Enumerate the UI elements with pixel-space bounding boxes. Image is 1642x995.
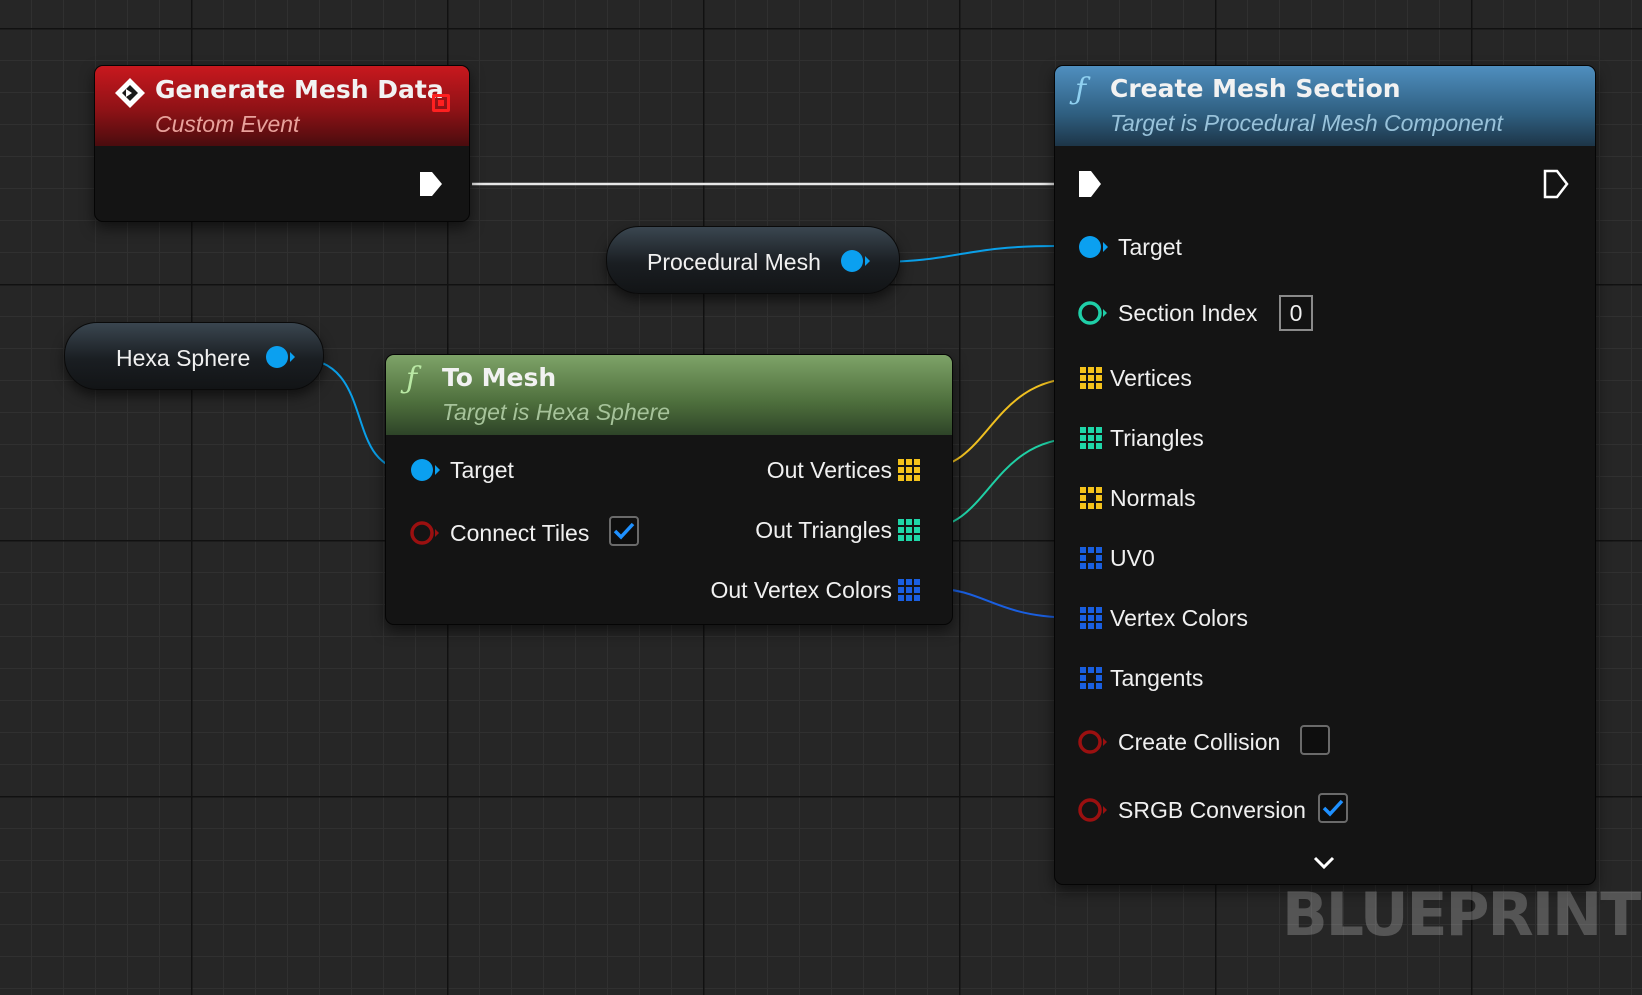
create-mesh-section-title: Create Mesh Section xyxy=(1110,74,1401,103)
vertices-pin[interactable] xyxy=(1079,366,1103,390)
event-title: Generate Mesh Data xyxy=(155,75,444,104)
hexa-sphere-out-pin[interactable] xyxy=(264,344,296,370)
hexa-sphere-label: Hexa Sphere xyxy=(116,345,251,371)
procedural-mesh-getter[interactable]: Procedural Mesh xyxy=(606,226,900,294)
procedural-mesh-label: Procedural Mesh xyxy=(647,249,821,275)
procedural-mesh-target-wire xyxy=(871,245,1058,263)
triangles-pin[interactable] xyxy=(1079,426,1103,450)
vertex-colors-pin[interactable] xyxy=(1079,606,1103,630)
hexa-sphere-getter[interactable]: Hexa Sphere xyxy=(64,322,324,390)
exec-out-pin[interactable] xyxy=(418,170,444,198)
tangents-label: Tangents xyxy=(1110,665,1204,691)
connect-tiles-pin[interactable] xyxy=(409,520,441,546)
target-pin[interactable] xyxy=(1077,234,1109,260)
out-triangles-pin[interactable] xyxy=(897,518,921,542)
event-node-header: Generate Mesh Data Custom Event xyxy=(95,66,469,146)
event-subtitle: Custom Event xyxy=(155,111,300,137)
delegate-pin-icon[interactable] xyxy=(432,94,450,112)
exec-out-pin[interactable] xyxy=(1543,169,1569,199)
uv0-label: UV0 xyxy=(1110,545,1155,571)
connect-tiles-checkbox[interactable] xyxy=(609,516,639,546)
out-vertices-label: Out Vertices xyxy=(766,457,892,483)
function-icon: ƒ xyxy=(1075,72,1087,107)
srgb-conversion-checkbox[interactable] xyxy=(1318,793,1348,823)
triangles-label: Triangles xyxy=(1110,425,1204,451)
srgb-conversion-pin[interactable] xyxy=(1077,797,1109,823)
create-mesh-section-subtitle: Target is Procedural Mesh Component xyxy=(1110,110,1503,136)
out-vertices-pin[interactable] xyxy=(897,458,921,482)
uv0-pin[interactable] xyxy=(1079,546,1103,570)
connect-tiles-label: Connect Tiles xyxy=(450,520,590,546)
to-mesh-node[interactable]: ƒ To Mesh Target is Hexa Sphere Target C… xyxy=(385,354,953,625)
to-mesh-subtitle: Target is Hexa Sphere xyxy=(442,399,671,425)
out-vertex-colors-pin[interactable] xyxy=(897,578,921,602)
normals-label: Normals xyxy=(1110,485,1196,511)
target-label: Target xyxy=(1118,234,1182,260)
custom-event-icon xyxy=(115,78,145,108)
normals-pin[interactable] xyxy=(1079,486,1103,510)
section-index-label: Section Index xyxy=(1118,300,1258,326)
exec-in-pin[interactable] xyxy=(1077,169,1103,199)
tangents-pin[interactable] xyxy=(1079,666,1103,690)
out-vertex-colors-label: Out Vertex Colors xyxy=(710,577,892,603)
procedural-mesh-out-pin[interactable] xyxy=(839,248,871,274)
section-index-pin[interactable] xyxy=(1077,300,1109,326)
to-mesh-target-label: Target xyxy=(450,457,514,483)
to-mesh-title: To Mesh xyxy=(442,363,557,392)
vertices-label: Vertices xyxy=(1110,365,1192,391)
blueprint-watermark: BLUEPRINT xyxy=(1282,880,1641,950)
checkmark-icon xyxy=(1322,799,1344,817)
create-collision-checkbox[interactable] xyxy=(1300,725,1330,755)
create-collision-pin[interactable] xyxy=(1077,729,1109,755)
chevron-down-icon[interactable] xyxy=(1312,855,1336,871)
out-triangles-label: Out Triangles xyxy=(755,517,892,543)
checkmark-icon xyxy=(613,522,635,540)
vertex-colors-label: Vertex Colors xyxy=(1110,605,1249,631)
section-index-input[interactable]: 0 xyxy=(1279,295,1313,331)
create-collision-label: Create Collision xyxy=(1118,729,1281,755)
create-mesh-section-node[interactable]: ƒ Create Mesh Section Target is Procedur… xyxy=(1054,65,1596,885)
to-mesh-target-pin[interactable] xyxy=(409,457,441,483)
generate-mesh-data-node[interactable]: Generate Mesh Data Custom Event xyxy=(94,65,470,222)
function-icon: ƒ xyxy=(406,361,418,396)
srgb-conversion-label: SRGB Conversion xyxy=(1118,797,1306,823)
to-mesh-header: ƒ To Mesh Target is Hexa Sphere xyxy=(386,355,952,435)
create-mesh-section-header: ƒ Create Mesh Section Target is Procedur… xyxy=(1055,66,1595,146)
